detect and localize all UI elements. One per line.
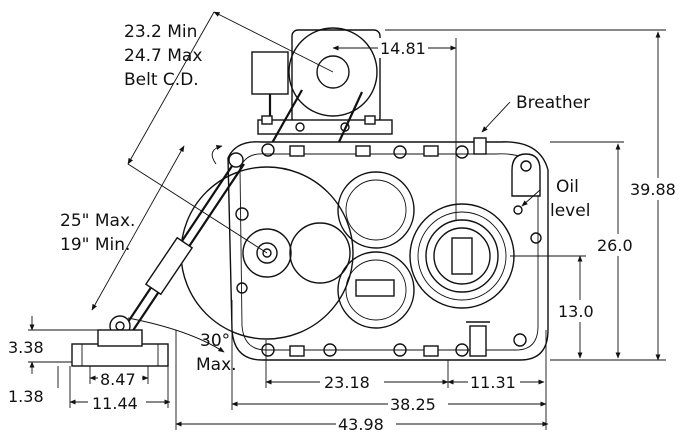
dim-housing-height: 26.0: [597, 236, 633, 255]
base-plate: [71, 329, 169, 367]
angle-value-label: 30°: [200, 331, 230, 351]
reducer-housing: [180, 137, 549, 361]
belt-cd-min-label: 23.2 Min: [124, 22, 197, 42]
stroke-min-label: 19" Min.: [60, 235, 130, 255]
level-label: level: [550, 201, 590, 221]
dim-base-hole-spacing: 8.47: [100, 370, 136, 389]
dim-base-width: 11.44: [92, 394, 138, 413]
dimension-values: 14.81 39.88 26.0 13.0 3.38 1.38 8.47 11.…: [8, 38, 688, 434]
dim-bolt-span-left: 23.18: [324, 373, 370, 392]
stroke-max-label: 25" Max.: [60, 211, 135, 231]
dim-shaft-height: 13.0: [558, 302, 594, 321]
dim-motor-offset: 14.81: [380, 39, 426, 58]
angle-max-label: Max.: [196, 355, 237, 375]
dim-overall-height: 39.88: [630, 180, 676, 199]
dim-base-height-lower: 1.38: [8, 387, 44, 406]
dim-overall-length: 43.98: [338, 415, 384, 434]
oil-label: Oil: [556, 177, 579, 197]
belt-cd-max-label: 24.7 Max: [124, 46, 202, 66]
housing-bolts: [235, 143, 542, 357]
breather-label: Breather: [516, 93, 590, 113]
dim-base-height-upper: 3.38: [8, 338, 44, 357]
dim-bolt-span-right: 11.31: [470, 373, 516, 392]
dim-housing-length: 38.25: [390, 395, 436, 414]
motor: [251, 27, 393, 135]
belt-cd-label: Belt C.D.: [124, 70, 199, 90]
